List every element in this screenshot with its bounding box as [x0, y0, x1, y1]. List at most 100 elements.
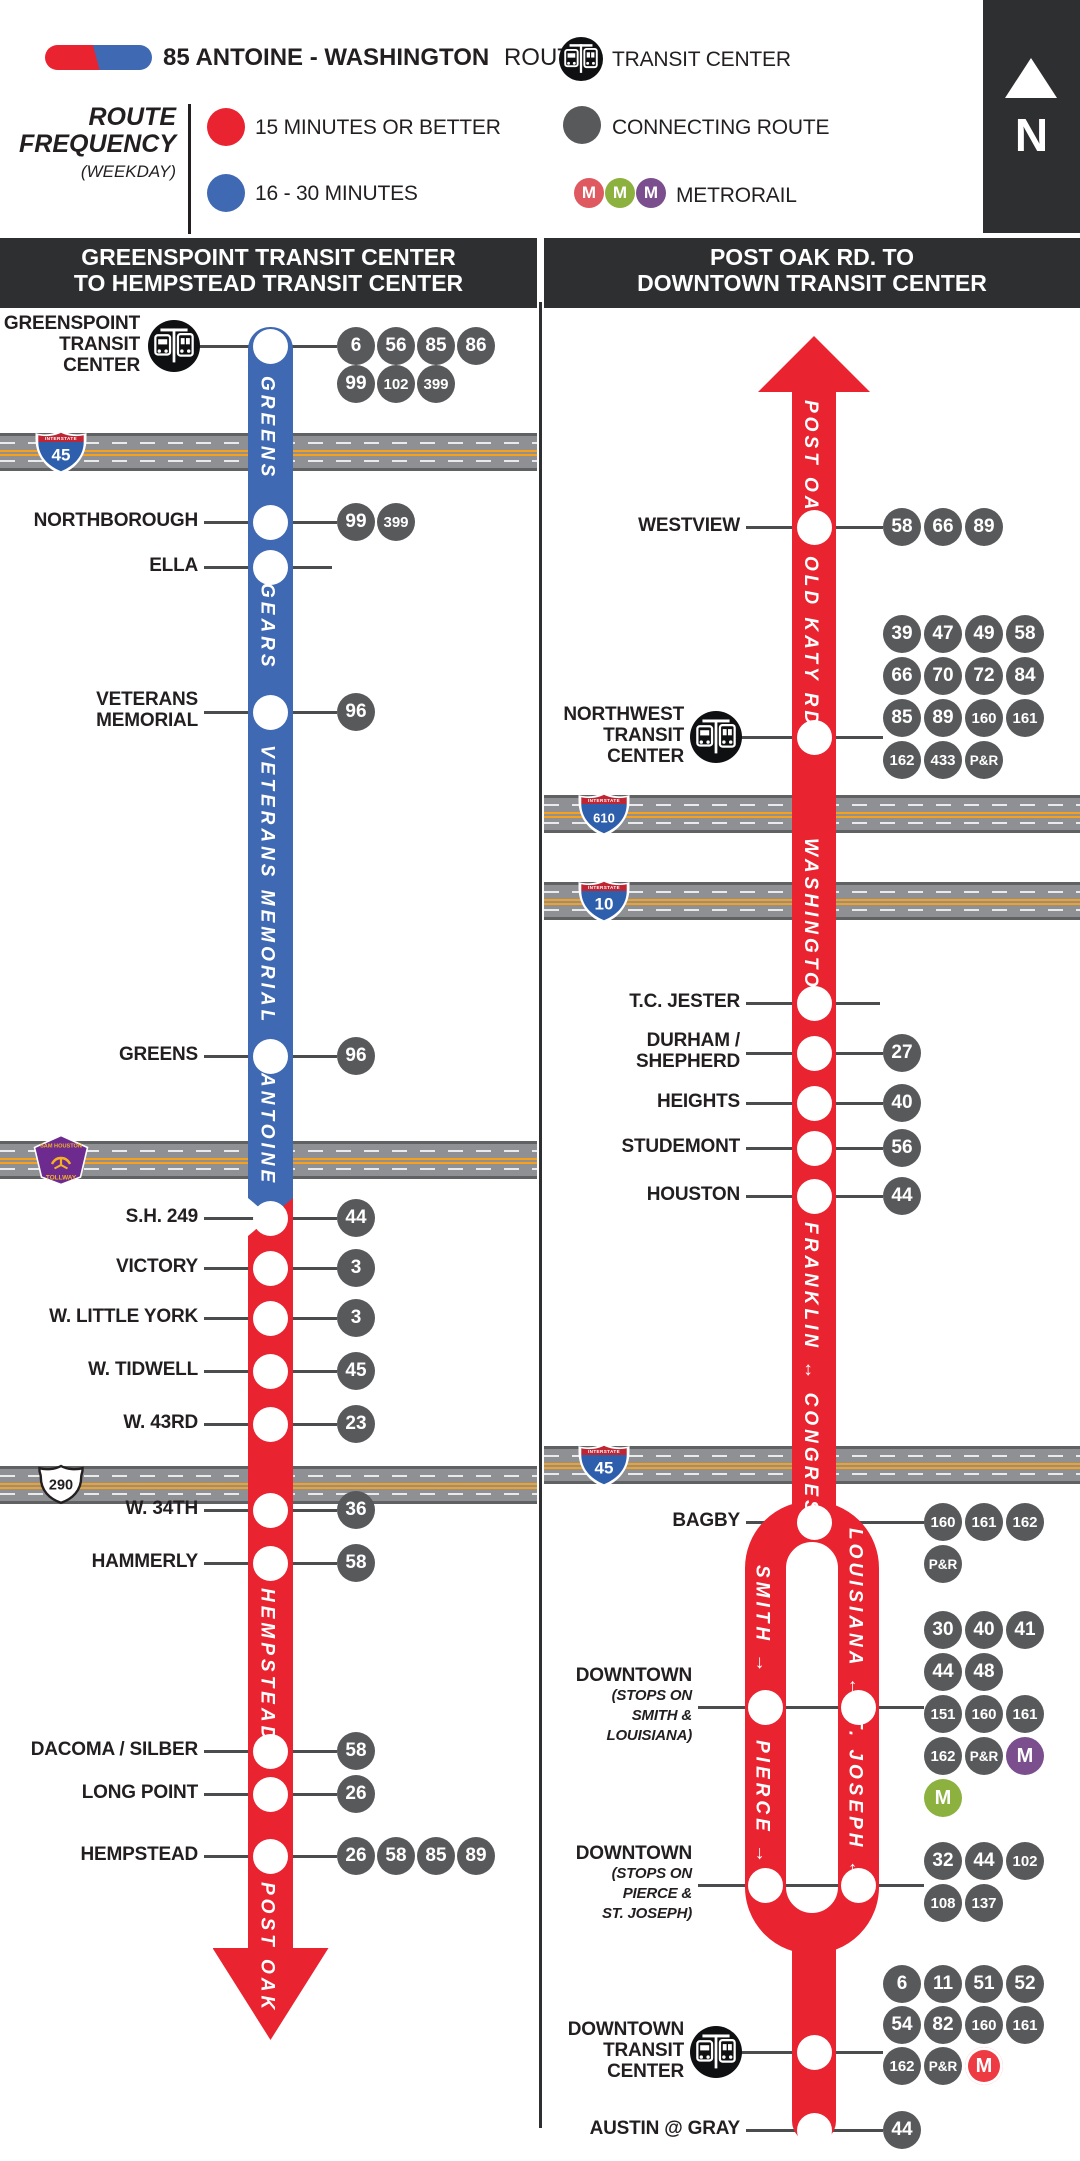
stop-label-line: DACOMA / SILBER — [30, 1738, 198, 1760]
stop-label-line: TRANSIT — [59, 333, 140, 355]
interstate-shield-610: INTERSTATE 610 — [577, 791, 631, 842]
stop-label: HEMPSTEAD — [0, 1844, 199, 1865]
stop-label-subline: (STOPS ON — [611, 1864, 693, 1882]
route-badge-399: 399 — [417, 365, 455, 403]
stop-label: HOUSTON — [490, 1184, 740, 1205]
route-badge-54: 54 — [883, 2006, 921, 2044]
stop-circle — [253, 1838, 288, 1874]
route-badge-85: 85 — [417, 327, 455, 365]
street-name-label: OLD KATY RD. — [800, 556, 821, 738]
interstate-shield-45: INTERSTATE 45 — [34, 429, 88, 480]
route-badge-51: 51 — [965, 1965, 1003, 2003]
svg-text:SAM HOUSTON: SAM HOUSTON — [40, 1144, 82, 1150]
tollway-shield: SAM HOUSTON TOLLWAY — [32, 1134, 90, 1191]
metrorail-icon: M — [636, 178, 666, 208]
route-badge-3: 3 — [337, 1249, 375, 1287]
route-badge-26: 26 — [337, 1837, 375, 1875]
stop-circle — [796, 2112, 832, 2148]
route-badge-162: 162 — [1006, 1503, 1044, 1541]
route-badge-160: 160 — [965, 2006, 1003, 2044]
stop-label-line: DOWNTOWN — [567, 2018, 684, 2040]
route-badge-160: 160 — [924, 1503, 962, 1541]
route-badge-32: 32 — [924, 1842, 962, 1880]
stop-circle — [796, 1035, 832, 1071]
route-badge-58: 58 — [1006, 615, 1044, 653]
stop-label-line: CENTER — [607, 745, 684, 767]
route-badge-52: 52 — [1006, 1965, 1044, 2003]
route-badge-P&R: P&R — [924, 1545, 962, 1583]
street-name-label: LOUISIANA ← — [844, 1528, 866, 1701]
stop-label-line: STUDEMONT — [621, 1135, 740, 1157]
route-badge-70: 70 — [924, 657, 962, 695]
route-badge-44: 44 — [337, 1199, 375, 1237]
street-name-label: PIERCE → — [751, 1740, 773, 1868]
route-badge-44: 44 — [883, 2111, 921, 2149]
stop-label: LONG POINT — [0, 1782, 198, 1803]
route-badge-30: 30 — [924, 1611, 962, 1649]
stop-label-subline: (STOPS ON — [611, 1686, 693, 1704]
stop-label-line: LONG POINT — [81, 1781, 198, 1803]
stop-label-line: AUSTIN @ GRAY — [589, 2117, 741, 2139]
stop-label-line: T.C. JESTER — [629, 990, 740, 1012]
route-badge-3: 3 — [337, 1299, 375, 1337]
stop-circle — [253, 694, 288, 730]
route-badge-72: 72 — [965, 657, 1003, 695]
street-name-label: POST OAK — [256, 1882, 278, 2014]
route-badge-58: 58 — [883, 508, 921, 546]
north-compass: N — [983, 0, 1080, 233]
route-line-red-upper — [792, 388, 836, 1540]
stop-circle — [253, 1733, 288, 1769]
stop-connector — [698, 1883, 924, 1887]
route-badge-96: 96 — [337, 693, 375, 731]
stop-connector — [698, 1705, 924, 1709]
stop-label: T.C. JESTER — [490, 991, 740, 1012]
street-name-label: WASHINGTON — [800, 838, 821, 1009]
street-name-label: VETERANS MEMORIAL — [256, 745, 278, 1026]
right-header-line2: DOWNTOWN TRANSIT CENTER — [637, 270, 987, 296]
stop-label-line: TRANSIT — [603, 2039, 684, 2061]
route-title: 85 ANTOINE - WASHINGTON ROUTE — [163, 44, 588, 72]
route-badge-84: 84 — [1006, 657, 1044, 695]
route-badge-44: 44 — [965, 1842, 1003, 1880]
stop-label: W. LITTLE YORK — [0, 1306, 198, 1327]
stop-label-line: HEIGHTS — [656, 1090, 740, 1112]
stop-label-line: W. 43RD — [123, 1411, 198, 1433]
street-name-label: HEMPSTEAD — [256, 1588, 278, 1744]
route-badge-48: 48 — [965, 1653, 1003, 1691]
route-badge-6: 6 — [337, 327, 375, 365]
route-badge-45: 45 — [337, 1352, 375, 1390]
stop-label-line: W. 34TH — [125, 1497, 198, 1519]
route-badge-39: 39 — [883, 615, 921, 653]
stop-circle — [841, 1689, 876, 1725]
stop-circle — [841, 1867, 876, 1903]
transit-center-icon — [690, 711, 742, 768]
stop-label: S.H. 249 — [0, 1206, 199, 1227]
metrorail-badge: M — [1006, 1737, 1044, 1775]
stop-label-line: VETERANS — [96, 689, 198, 710]
stop-label-line: W. TIDWELL — [88, 1358, 198, 1380]
frequency-heading-line2: FREQUENCY — [19, 130, 176, 158]
svg-text:INTERSTATE: INTERSTATE — [45, 436, 77, 441]
stop-label: W. TIDWELL — [0, 1359, 198, 1380]
stop-label-line: SHEPHERD — [636, 1051, 740, 1072]
transit-center-icon — [148, 320, 200, 377]
route-badge-P&R: P&R — [924, 2047, 962, 2085]
stop-label: AUSTIN @ GRAY — [490, 2117, 741, 2139]
transit-center-icon — [559, 37, 603, 86]
stop-label: HEIGHTS — [490, 1091, 740, 1112]
route-badge-96: 96 — [337, 1037, 375, 1075]
stop-circle — [796, 2034, 832, 2070]
route-badge-56: 56 — [883, 1129, 921, 1167]
route-badge-161: 161 — [1006, 2006, 1044, 2044]
route-badge-399: 399 — [377, 503, 415, 541]
stop-circle — [796, 1085, 832, 1121]
svg-text:45: 45 — [595, 1459, 614, 1478]
right-header-line1: POST OAK RD. TO — [709, 244, 915, 270]
left-header-line1: GREENSPOINT TRANSIT CENTER — [81, 244, 456, 270]
route-arrowhead-north — [758, 336, 870, 392]
stop-circle — [253, 1776, 288, 1812]
